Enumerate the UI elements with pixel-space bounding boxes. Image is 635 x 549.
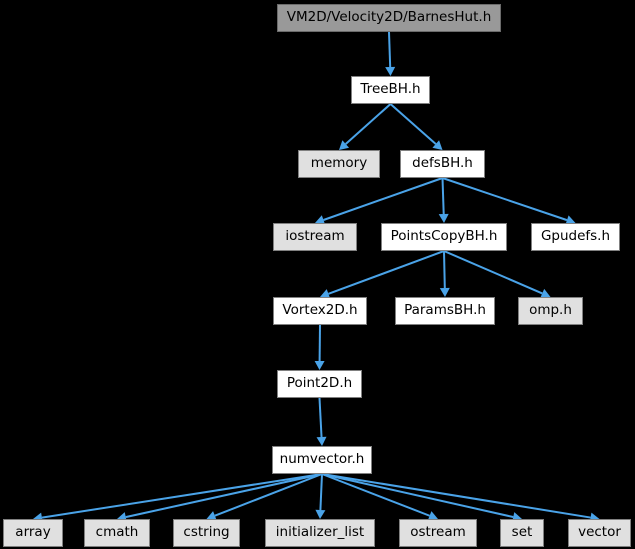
graph-edge-pointscopybh-to-omp	[443, 250, 543, 295]
graph-node-pointscopybh[interactable]: PointsCopyBH.h	[381, 223, 507, 251]
graph-edge-defsbh-to-pointscopybh	[441, 177, 445, 215]
graph-edge-numvector-to-cmath	[125, 473, 323, 519]
graph-node-label: cstring	[183, 524, 230, 541]
graph-arrowhead-defsbh-to-iostream	[315, 215, 326, 225]
graph-arrowhead-numvector-to-cstring	[206, 511, 217, 521]
graph-node-label: TreeBH.h	[360, 81, 421, 98]
graph-arrowhead-root-to-treebh	[385, 66, 396, 76]
graph-node-label: VM2D/Velocity2D/BarnesHut.h	[286, 9, 492, 26]
graph-arrowhead-pointscopybh-to-paramsbh	[439, 287, 450, 297]
graph-node-cstring[interactable]: cstring	[173, 519, 240, 547]
graph-edge-pointscopybh-to-paramsbh	[443, 250, 446, 289]
graph-node-root[interactable]: VM2D/Velocity2D/BarnesHut.h	[277, 4, 501, 32]
graph-node-label: defsBH.h	[412, 155, 473, 172]
graph-node-cmath[interactable]: cmath	[84, 519, 150, 547]
graph-node-label: Gpudefs.h	[540, 228, 611, 245]
graph-node-vortex2d[interactable]: Vortex2D.h	[273, 297, 367, 325]
graph-node-paramsbh[interactable]: ParamsBH.h	[395, 297, 495, 325]
graph-edge-pointscopybh-to-vortex2d	[328, 250, 445, 295]
graph-node-label: initializer_list	[275, 524, 365, 541]
graph-edge-numvector-to-array	[41, 473, 323, 519]
graph-node-defsbh[interactable]: defsBH.h	[400, 150, 485, 178]
graph-edge-defsbh-to-gpudefs	[442, 177, 568, 222]
graph-node-initlist[interactable]: initializer_list	[265, 519, 375, 547]
graph-edge-defsbh-to-iostream	[323, 177, 443, 221]
graph-arrowhead-defsbh-to-pointscopybh	[438, 213, 449, 223]
graph-arrowhead-numvector-to-initlist	[315, 509, 326, 519]
graph-arrowhead-numvector-to-ostream	[427, 511, 438, 521]
graph-edge-numvector-to-cstring	[214, 473, 323, 517]
graph-node-label: PointsCopyBH.h	[390, 228, 498, 245]
graph-node-label: ostream	[410, 524, 466, 541]
graph-node-label: Vortex2D.h	[282, 302, 358, 319]
graph-node-array[interactable]: array	[3, 519, 63, 547]
graph-arrowhead-pointscopybh-to-omp	[540, 288, 551, 299]
graph-node-label: iostream	[285, 228, 345, 245]
graph-node-label: Point2D.h	[286, 375, 353, 392]
graph-node-memory[interactable]: memory	[298, 150, 380, 178]
graph-node-ostream[interactable]: ostream	[399, 519, 477, 547]
graph-node-numvector[interactable]: numvector.h	[272, 446, 372, 474]
graph-edge-point2d-to-numvector	[318, 397, 323, 438]
graph-arrowhead-treebh-to-memory	[339, 140, 350, 150]
graph-arrowhead-vortex2d-to-point2d	[314, 360, 325, 370]
graph-node-label: array	[15, 524, 51, 541]
graph-node-omp[interactable]: omp.h	[518, 297, 583, 325]
graph-node-label: numvector.h	[279, 451, 365, 468]
graph-node-treebh[interactable]: TreeBH.h	[351, 76, 430, 104]
graph-node-iostream[interactable]: iostream	[273, 223, 357, 251]
graph-node-point2d[interactable]: Point2D.h	[277, 370, 362, 398]
graph-edge-treebh-to-memory	[345, 103, 392, 145]
graph-node-label: memory	[310, 155, 368, 172]
graph-edge-numvector-to-vector	[321, 473, 591, 519]
graph-edge-numvector-to-ostream	[321, 473, 430, 517]
graph-node-set[interactable]: set	[500, 519, 544, 547]
graph-node-vector[interactable]: vector	[568, 519, 631, 547]
graph-node-label: cmath	[95, 524, 139, 541]
graph-node-label: omp.h	[529, 302, 572, 319]
graph-arrowhead-point2d-to-numvector	[316, 436, 327, 446]
graph-node-gpudefs[interactable]: Gpudefs.h	[531, 223, 620, 251]
graph-arrowhead-pointscopybh-to-vortex2d	[320, 289, 331, 299]
graph-node-label: set	[511, 524, 533, 541]
graph-edge-numvector-to-initlist	[319, 473, 323, 511]
graph-arrowhead-treebh-to-defsbh	[432, 140, 443, 150]
graph-node-label: vector	[578, 524, 621, 541]
graph-node-label: ParamsBH.h	[404, 302, 486, 319]
graph-edge-numvector-to-set	[321, 473, 514, 519]
graph-edge-root-to-treebh	[388, 31, 392, 68]
graph-arrowhead-defsbh-to-gpudefs	[565, 215, 576, 225]
graph-edge-treebh-to-defsbh	[389, 103, 437, 145]
